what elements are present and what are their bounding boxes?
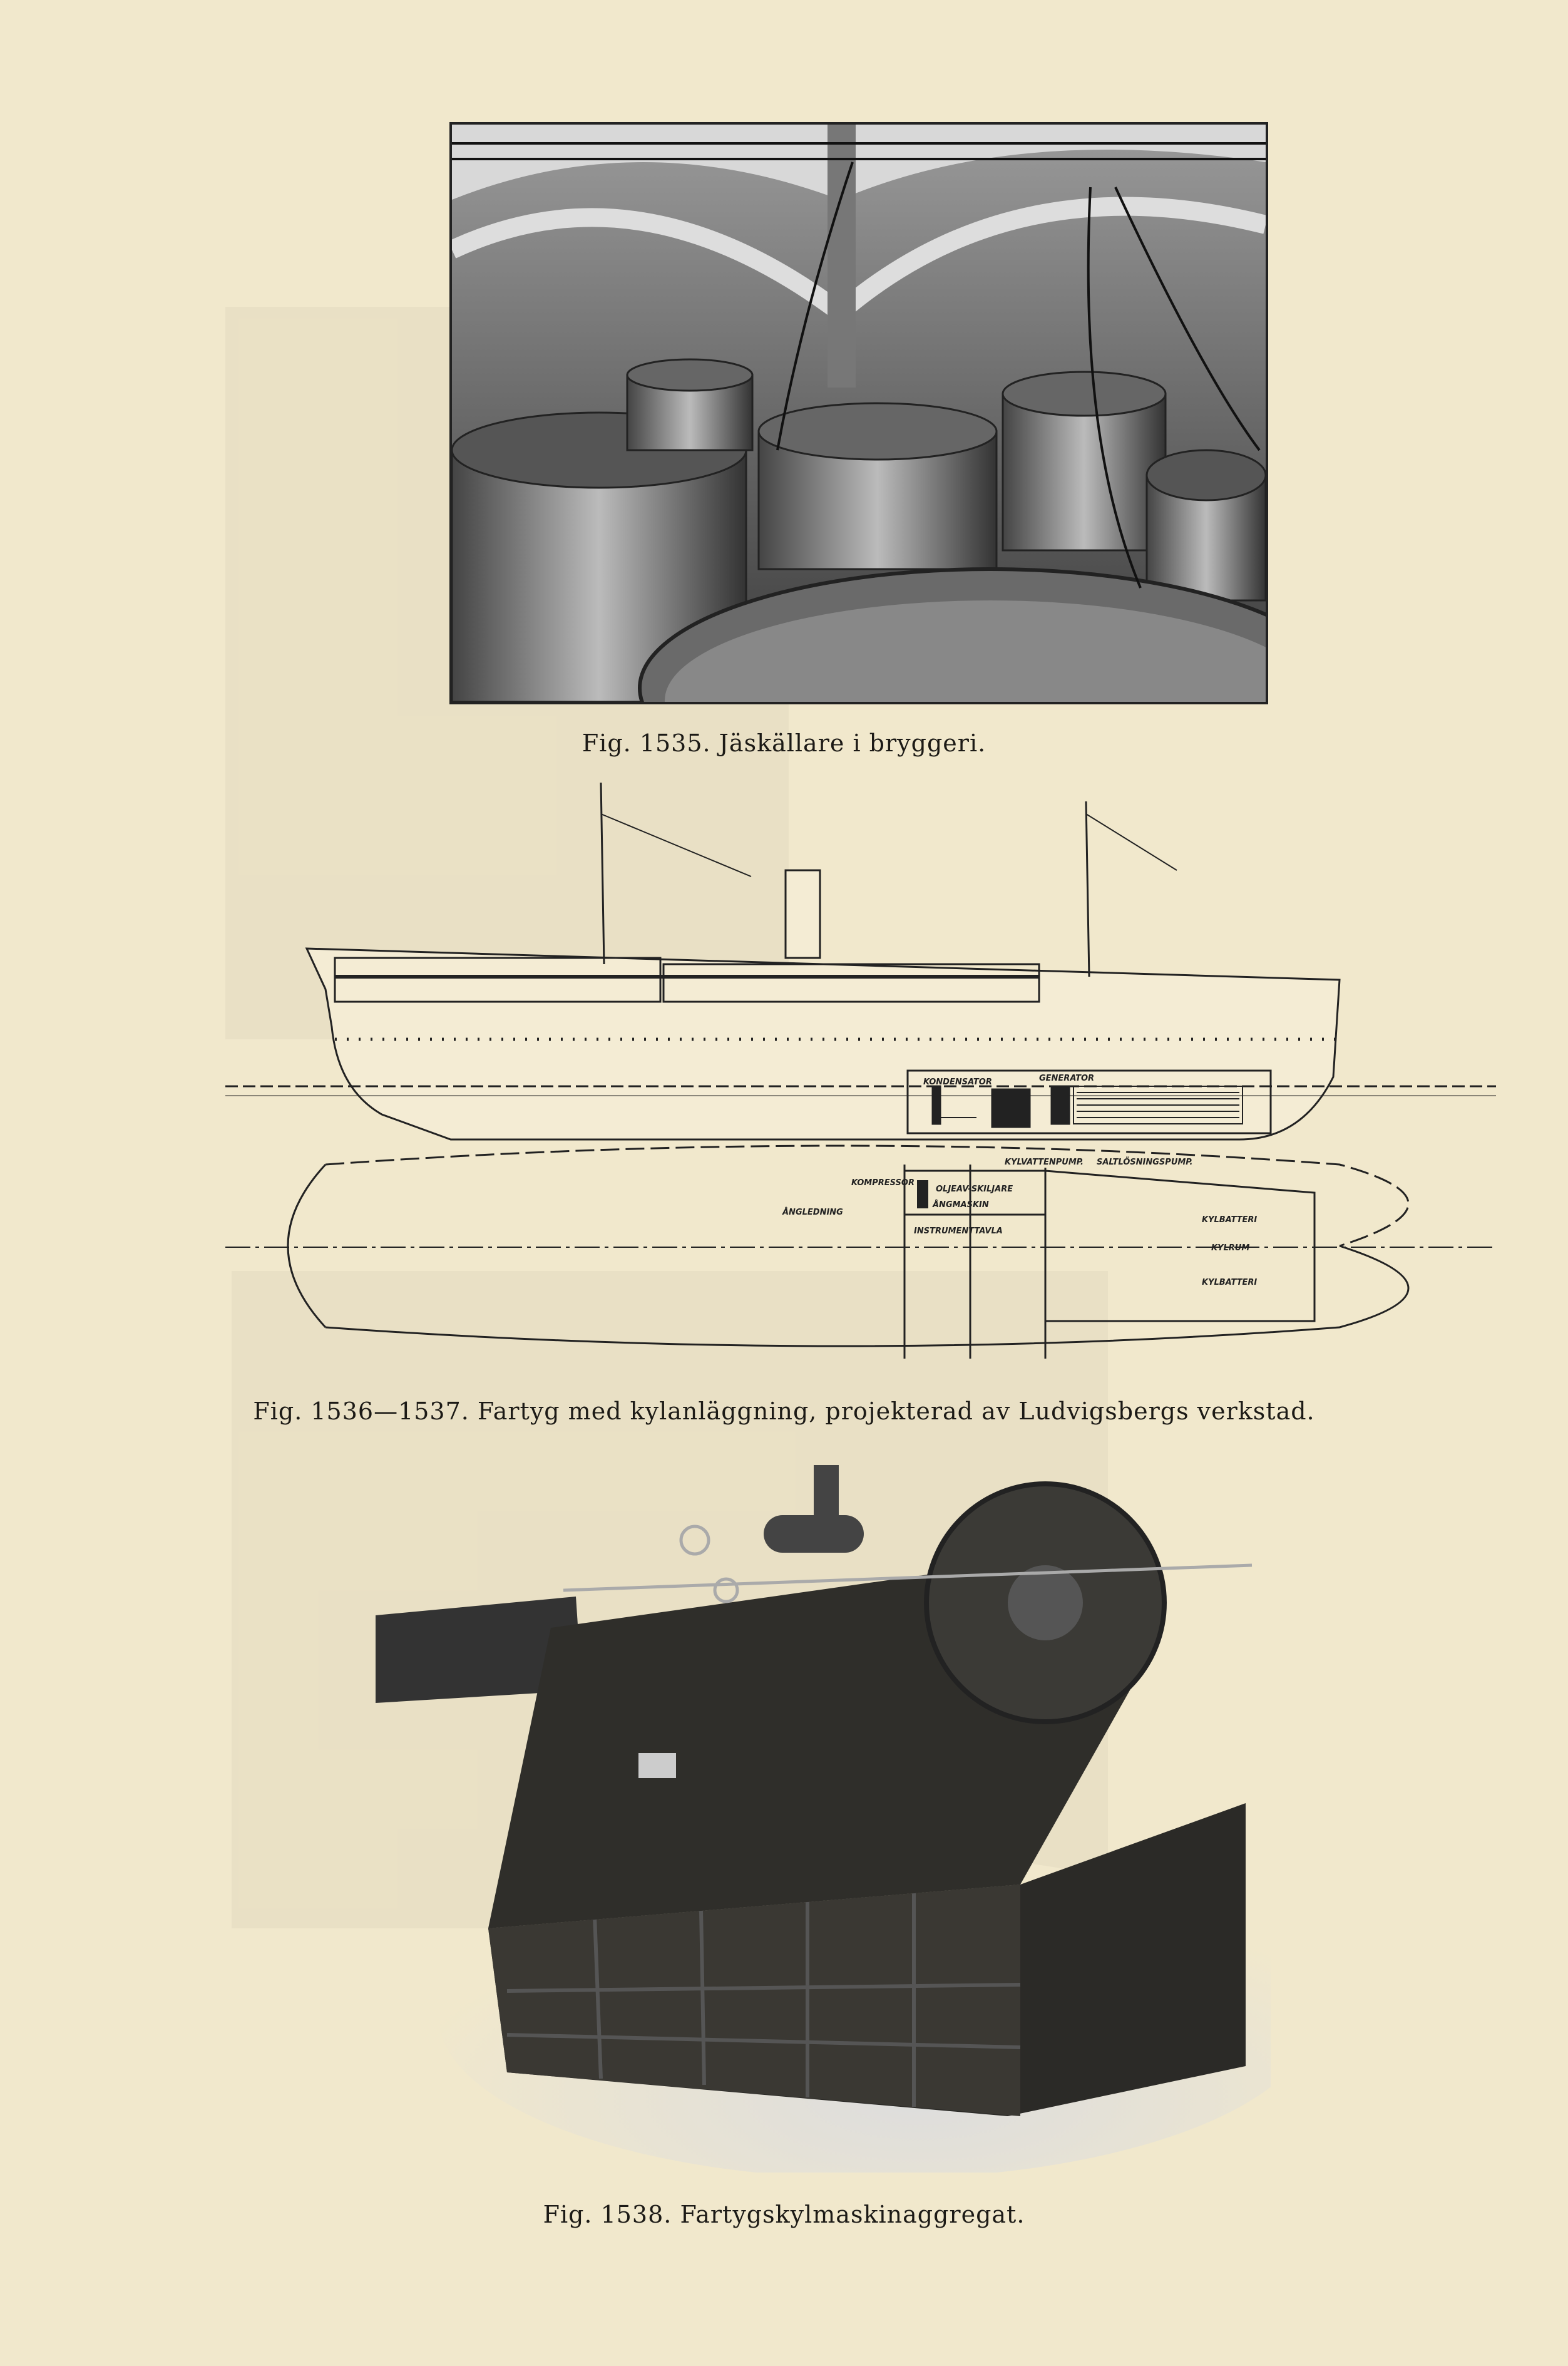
label-kylbatteri-1: KYLBATTERI bbox=[1202, 1215, 1257, 1225]
label-kylrum: KYLRUM bbox=[1211, 1243, 1249, 1253]
label-oljeavskiljare: OLJEAV-SKILJARE bbox=[936, 1185, 1013, 1194]
label-kompressor: KOMPRESSOR bbox=[851, 1178, 915, 1188]
label-generator: GENERATOR bbox=[1039, 1074, 1094, 1083]
label-saltlosningspump: SALTLÖSNINGSPUMP. bbox=[1097, 1157, 1192, 1167]
label-kylvattenpump: KYLVATTENPUMP. bbox=[1005, 1158, 1084, 1167]
label-angledning: ÅNGLEDNING bbox=[782, 1207, 843, 1217]
fig-1535-caption: Fig. 1535. Jäskällare i bryggeri. bbox=[582, 729, 986, 757]
label-angmaskin: ÅNGMASKIN bbox=[932, 1200, 989, 1210]
label-kondensator: KONDENSATOR bbox=[923, 1078, 992, 1087]
fig-1535-photo bbox=[449, 122, 1268, 704]
fig-1536-1537-ship-drawing: KONDENSATOR GENERATOR KYLVATTENPUMP. SAL… bbox=[225, 776, 1496, 1377]
label-kylbatteri-2: KYLBATTERI bbox=[1202, 1278, 1257, 1287]
fig-1538-machine-photo bbox=[376, 1453, 1314, 2179]
label-instrumenttavla: INSTRUMENTTAVLA bbox=[914, 1227, 1003, 1236]
fig-1538-caption: Fig. 1538. Fartygskylmaskinaggregat. bbox=[543, 2201, 1025, 2228]
fig-1536-1537-caption: Fig. 1536—1537. Fartyg med kylanläggning… bbox=[253, 1397, 1315, 1425]
